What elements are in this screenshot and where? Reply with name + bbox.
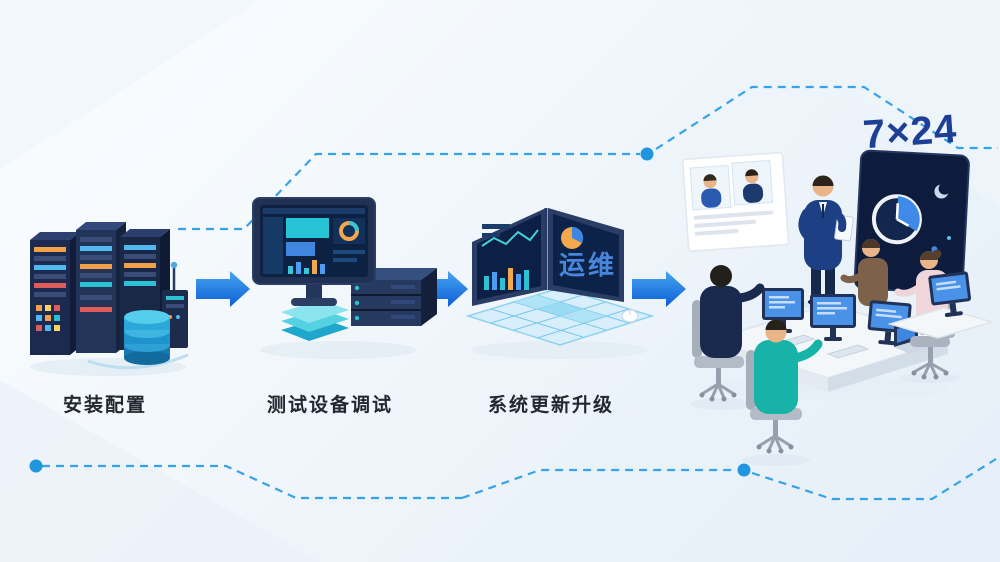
uptime-screen [853,149,970,295]
server-box-icon [351,268,437,326]
grid-platform [465,287,655,346]
ops-screen-caption: 运维 [559,250,617,280]
desk-monitor-2 [810,294,856,341]
moon-icon [934,182,951,199]
stage-label-upgrade: 系统更新升级 [488,393,614,416]
uptime-badge: 7×24 [862,107,959,157]
layer-stack-icon [281,300,349,341]
connector-node-dot [29,459,43,473]
flow-arrow-3 [632,271,686,307]
connector-node-dot [737,463,751,477]
dashed-connector-bottom [42,458,997,501]
right-screen: 运维 [548,208,624,302]
office-chair-left [692,300,744,402]
dashboard-monitor [252,197,376,306]
office-desk-right [887,307,995,339]
connector-node-dot [640,147,654,161]
monitor-dashboard-icon [252,197,437,359]
operations-team-icon: 7×24 [681,107,995,466]
left-screen [472,208,546,306]
dual-screen-update-icon: 运维 [465,208,655,359]
keyboard [826,344,870,359]
stage-label-testing: 测试设备调试 [267,393,393,416]
presenter-figure [798,175,854,309]
flow-arrow-1 [196,271,250,307]
mouse-icon [621,309,639,323]
team-member-brown [840,239,888,306]
presentation-board [681,152,790,252]
team-member-teal [754,319,823,414]
database-icon [124,310,170,365]
desk-monitor-4 [928,271,972,317]
clock-icon [871,194,922,245]
stage-label-install: 安装配置 [63,393,147,416]
server-rack-icon [30,222,189,376]
dashed-connector-top [178,85,998,231]
team-member-navy [700,265,765,358]
